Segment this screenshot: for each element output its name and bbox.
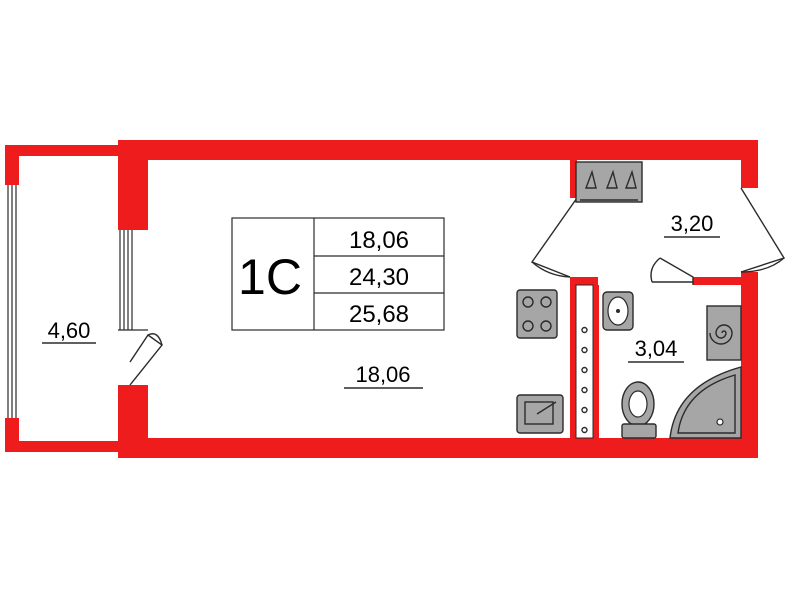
total-area-value: 24,30 [349, 264, 409, 291]
balcony-post-top [5, 145, 19, 185]
wall-left-upper [118, 140, 148, 230]
wall-right-upper [741, 140, 758, 188]
bathroom-door[interactable] [650, 257, 694, 285]
balcony-door[interactable] [129, 333, 164, 386]
balcony-glazing [7, 185, 17, 418]
washbasin-icon [602, 291, 634, 331]
total-area-with-balcony-value: 25,68 [349, 301, 409, 328]
hallway-door-right[interactable] [740, 187, 786, 273]
balcony-wall-bottom [5, 441, 120, 452]
balcony-area-label: 4,60 [42, 318, 96, 344]
unit-tag: 1С 18,06 24,30 25,68 [231, 217, 445, 331]
living-area-value: 18,06 [349, 227, 409, 254]
balcony-wall-top [5, 145, 120, 156]
wardrobe-icon [575, 161, 643, 203]
balcony-post-bottom [5, 418, 19, 452]
balcony-door-frame [118, 230, 148, 331]
bathroom-area-value: 3,04 [635, 336, 678, 361]
bathroom-area-label: 3,04 [628, 336, 684, 363]
balcony [5, 145, 120, 452]
outer-walls [118, 140, 758, 458]
inner-walls [570, 160, 743, 438]
toilet-icon [621, 381, 657, 439]
wall-bath-top-left [570, 277, 598, 285]
wall-left-lower [118, 385, 148, 458]
wall-shaft-right [593, 285, 599, 438]
wall-kitchen-left [570, 285, 576, 438]
kitchen-sink-icon [516, 394, 564, 434]
ventilation-shaft [575, 284, 594, 439]
unit-type-label: 1С [238, 249, 302, 305]
stove-icon [516, 289, 558, 339]
wall-bath-top-right [693, 277, 743, 285]
shower-tray-icon [669, 366, 742, 439]
main-room-area-value: 18,06 [355, 362, 410, 387]
wall-top [118, 140, 758, 160]
water-heater-icon [706, 305, 742, 361]
main-room-area-label: 18,06 [344, 362, 423, 389]
hallway-door-left[interactable] [530, 197, 578, 278]
wall-hall-left-stub [570, 160, 577, 198]
hallway-area-label: 3,20 [664, 211, 720, 238]
wall-right-lower [741, 272, 758, 458]
hallway-area-value: 3,20 [671, 211, 714, 236]
wall-bottom [118, 438, 758, 458]
balcony-area-value: 4,60 [48, 318, 91, 343]
